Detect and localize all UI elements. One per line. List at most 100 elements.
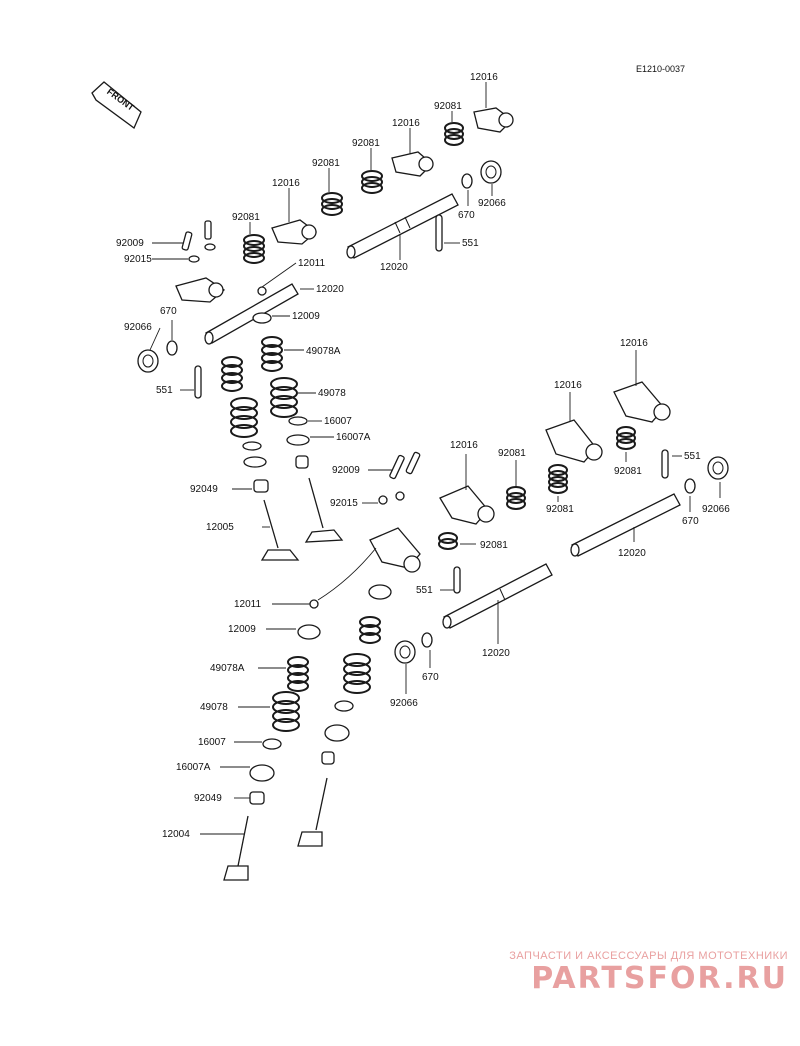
label-nut-center: 92015 bbox=[330, 498, 358, 509]
label-oring-right: 670 bbox=[682, 516, 699, 527]
label-seat-a-lower: 16007A bbox=[176, 762, 211, 773]
reference-code: E1210-0037 bbox=[636, 64, 686, 74]
valve-spring-inner-left bbox=[221, 336, 283, 392]
rocker-spring-5 bbox=[548, 464, 568, 494]
label-bolt-center: 92009 bbox=[332, 465, 360, 476]
label-shaft-1: 12020 bbox=[380, 262, 408, 273]
spring-seat-left-2 bbox=[242, 441, 262, 451]
label-shaft-left: 12020 bbox=[316, 284, 344, 295]
dowel-pin-lower bbox=[453, 566, 461, 594]
label-plug-right: 92066 bbox=[702, 504, 730, 515]
label-seat-left: 16007 bbox=[324, 416, 352, 427]
spring-seat-lower-2 bbox=[334, 700, 354, 712]
rocker-arm-7 bbox=[369, 527, 421, 573]
label-spring-rocker-6: 92081 bbox=[614, 466, 642, 477]
rocker-arm-left bbox=[175, 277, 226, 303]
label-adjuster-left: 12011 bbox=[298, 258, 326, 269]
label-spring-rocker-3: 92081 bbox=[312, 158, 340, 169]
label-spring-inner-left: 49078A bbox=[306, 346, 341, 357]
dowel-pin-left bbox=[194, 365, 202, 399]
rocker-shaft-left bbox=[204, 283, 299, 345]
part-labels: 12016 92081 12016 92081 92081 12016 9208… bbox=[116, 72, 730, 840]
dowel-pin-top bbox=[435, 214, 443, 252]
oring-top bbox=[461, 173, 473, 189]
adjust-bolt-left bbox=[181, 220, 212, 251]
label-rocker-6: 12016 bbox=[450, 440, 478, 451]
rocker-spring-6 bbox=[616, 426, 636, 450]
label-rocker-1: 12016 bbox=[470, 72, 498, 83]
adjuster-leader bbox=[317, 547, 377, 601]
plug-lower bbox=[394, 640, 416, 664]
retainer-lower bbox=[297, 624, 321, 640]
label-spring-outer-lower: 49078 bbox=[200, 702, 228, 713]
label-seat-lower: 16007 bbox=[198, 737, 226, 748]
valve-seal-lower-2 bbox=[321, 751, 335, 765]
label-pin-lower: 551 bbox=[416, 585, 433, 596]
rocker-shaft-top bbox=[346, 193, 459, 259]
label-plug-lower: 92066 bbox=[390, 698, 418, 709]
watermark-logo: PARTSFOR.RU bbox=[531, 961, 788, 996]
label-valve-left: 12005 bbox=[206, 522, 234, 533]
label-rocker-2: 12016 bbox=[392, 118, 420, 129]
label-spring-rocker-4: 92081 bbox=[232, 212, 260, 223]
rocker-arm-1 bbox=[473, 107, 514, 133]
retainer-lower-2 bbox=[368, 584, 392, 600]
label-pin-1: 551 bbox=[462, 238, 479, 249]
valve-spring-inner-lower bbox=[287, 616, 381, 692]
rocker-spring-4 bbox=[243, 234, 265, 264]
adjuster-lower bbox=[309, 599, 319, 609]
locknut-center bbox=[378, 495, 388, 505]
oring-lower bbox=[421, 632, 433, 648]
label-spring-rocker-7: 92081 bbox=[480, 540, 508, 551]
label-spring-rocker-4: 92081 bbox=[546, 504, 574, 515]
label-plug-1: 92066 bbox=[478, 198, 506, 209]
oring-left bbox=[166, 340, 178, 356]
leader-lines bbox=[149, 82, 721, 835]
rocker-arm-4 bbox=[545, 419, 603, 463]
label-retainer-lower: 12009 bbox=[228, 624, 256, 635]
spring-seat-lower bbox=[262, 738, 282, 750]
label-spring-outer-left: 49078 bbox=[318, 388, 346, 399]
label-adjuster-lower: 12011 bbox=[234, 599, 262, 610]
rocker-spring-8 bbox=[438, 532, 458, 550]
label-valve-lower: 12004 bbox=[162, 829, 190, 840]
front-arrow-icon: FRONT bbox=[91, 81, 142, 130]
dowel-pin-right bbox=[661, 449, 669, 479]
valve-spring-outer-lower bbox=[272, 653, 371, 732]
spring-seat-a-lower bbox=[249, 764, 275, 782]
label-rocker-3: 12016 bbox=[272, 178, 300, 189]
watermark: ЗАПЧАСТИ И АКСЕССУАРЫ ДЛЯ МОТОТЕХНИКИ PA… bbox=[488, 950, 788, 996]
label-spring-rocker-1: 92081 bbox=[434, 101, 462, 112]
valve-lower-2 bbox=[297, 777, 328, 847]
label-oring-lower: 670 bbox=[422, 672, 439, 683]
label-oring-left: 670 bbox=[160, 306, 177, 317]
label-bolt-left: 92009 bbox=[116, 238, 144, 249]
label-plug-left: 92066 bbox=[124, 322, 152, 333]
plug-left bbox=[137, 349, 159, 373]
oring-right bbox=[684, 478, 696, 494]
rocker-arm-2 bbox=[391, 151, 434, 177]
spring-seat-a-left-2 bbox=[243, 456, 267, 468]
valve-spring-outer-left bbox=[230, 377, 298, 438]
label-shaft-right: 12020 bbox=[618, 548, 646, 559]
label-oring-1: 670 bbox=[458, 210, 475, 221]
rocker-spring-1 bbox=[444, 122, 464, 146]
spring-seat-a-left bbox=[286, 434, 310, 446]
plug-top bbox=[480, 160, 502, 184]
valve-lower bbox=[223, 815, 249, 881]
adjust-bolt-center bbox=[389, 451, 421, 480]
locknut-left bbox=[188, 255, 200, 263]
rocker-spring-7 bbox=[506, 486, 526, 510]
retainer-cap-left bbox=[252, 312, 272, 324]
rocker-shaft-right bbox=[570, 493, 681, 557]
rocker-arm-6 bbox=[439, 485, 495, 525]
watermark-subtitle: ЗАПЧАСТИ И АКСЕССУАРЫ ДЛЯ МОТОТЕХНИКИ bbox=[509, 950, 788, 962]
locknut-left-2 bbox=[204, 243, 216, 251]
rocker-arm-5 bbox=[613, 381, 671, 423]
spring-seat-a-lower-2 bbox=[324, 724, 350, 742]
plug-right bbox=[707, 456, 729, 480]
rocker-spring-2 bbox=[361, 170, 383, 194]
spring-seat-left bbox=[288, 416, 308, 426]
valve-seal-lower bbox=[249, 791, 265, 805]
